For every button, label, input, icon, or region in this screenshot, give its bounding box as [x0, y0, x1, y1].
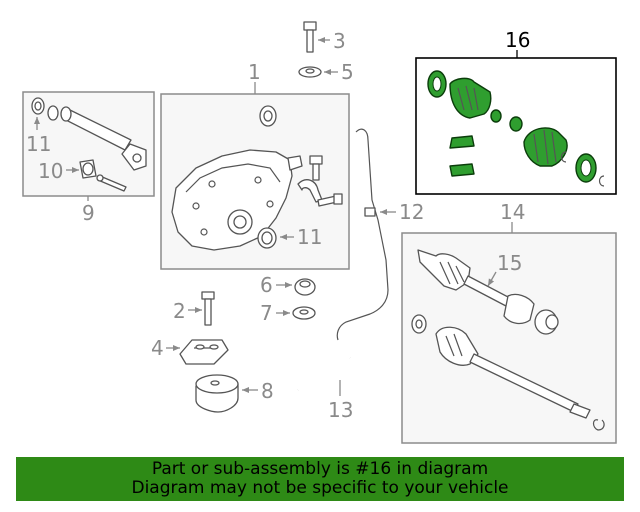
callout-9: 9 — [82, 201, 95, 225]
callout-7: 7 — [260, 301, 273, 325]
part-5-washer[interactable] — [298, 66, 322, 78]
callout-5: 5 — [341, 60, 354, 84]
banner-line-1: Part or sub-assembly is #16 in diagram — [151, 459, 489, 479]
info-banner: Part or sub-assembly is #16 in diagram D… — [16, 457, 624, 501]
callout-10: 10 — [38, 159, 63, 183]
part-4-mount[interactable] — [179, 339, 229, 365]
part-bearing-left[interactable] — [47, 105, 59, 121]
part-bolt-box9[interactable] — [96, 174, 127, 192]
part-8-mount-bushing[interactable] — [195, 374, 239, 413]
callout-11-left: 11 — [26, 132, 51, 156]
part-12-vent-tube[interactable] — [336, 128, 389, 341]
part-bolt-top[interactable] — [309, 155, 323, 181]
part-9-tube[interactable] — [60, 106, 147, 171]
callout-6: 6 — [260, 273, 273, 297]
part-bolt-side[interactable] — [317, 193, 343, 207]
part-6-nut[interactable] — [294, 278, 316, 296]
part-11-seal-left[interactable] — [31, 97, 45, 115]
callout-12: 12 — [399, 200, 424, 224]
part-seal-top[interactable] — [259, 105, 277, 127]
part-11-seal-right[interactable] — [257, 227, 277, 249]
part-7-washer[interactable] — [292, 306, 316, 320]
part-axle-shaft[interactable] — [411, 314, 605, 431]
part-bracket[interactable] — [297, 179, 323, 203]
callout-16: 16 — [505, 28, 530, 52]
part-2-bolt[interactable] — [201, 291, 215, 326]
callout-13: 13 — [328, 398, 353, 422]
part-16-boot-kit[interactable] — [427, 70, 605, 187]
part-10-bushing[interactable] — [79, 159, 97, 179]
callout-15: 15 — [497, 251, 522, 275]
part-3-bolt[interactable] — [303, 21, 317, 53]
group-box-9 — [22, 91, 155, 197]
banner-line-2: Diagram may not be specific to your vehi… — [131, 478, 509, 498]
callout-8: 8 — [261, 379, 274, 403]
callout-2: 2 — [173, 299, 186, 323]
callout-1: 1 — [248, 60, 261, 84]
part-1-differential-housing[interactable] — [171, 149, 303, 251]
callout-14: 14 — [500, 200, 525, 224]
callout-3: 3 — [333, 29, 346, 53]
callout-11-right: 11 — [297, 225, 322, 249]
part-13-hose[interactable] — [297, 357, 352, 391]
callout-4: 4 — [151, 336, 164, 360]
part-15-outer-cv-joint[interactable] — [417, 249, 559, 335]
